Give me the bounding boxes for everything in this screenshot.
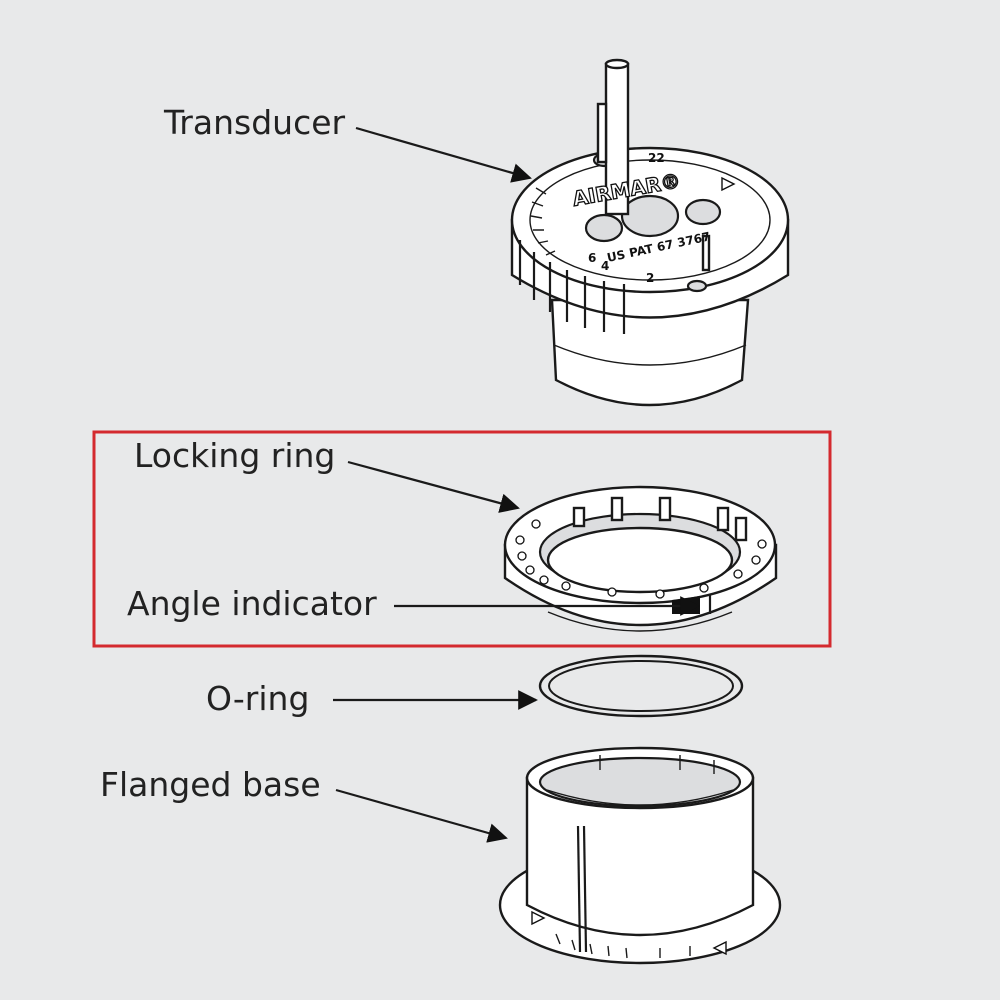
locking-ring-highlight-box	[92, 430, 832, 648]
flanged-base-label: Flanged base	[100, 765, 321, 804]
locking-ring-posts	[572, 496, 748, 542]
flanged-base-arrow	[335, 788, 508, 843]
transducer-arrow	[355, 126, 532, 183]
locking-ring-holes	[515, 519, 767, 599]
transducer-number-2: 2	[646, 271, 654, 285]
flanged-base-part	[498, 746, 782, 965]
transducer-part: AIRMAR® US PAT 67 3767 22 2 4 6	[510, 58, 790, 407]
transducer-label: Transducer	[163, 103, 346, 142]
transducer-number-6: 6	[588, 251, 596, 265]
transducer-number-22: 22	[648, 151, 665, 165]
locking-ring-label: Locking ring	[134, 436, 335, 475]
transducer-ribs	[518, 240, 626, 334]
locking-ring-arrow	[347, 460, 520, 513]
o-ring-part	[538, 654, 744, 718]
locking-ring-part	[503, 485, 778, 632]
o-ring-label: O-ring	[206, 679, 309, 718]
angle-indicator-label: Angle indicator	[127, 584, 377, 623]
transducer-number-4: 4	[601, 259, 609, 273]
